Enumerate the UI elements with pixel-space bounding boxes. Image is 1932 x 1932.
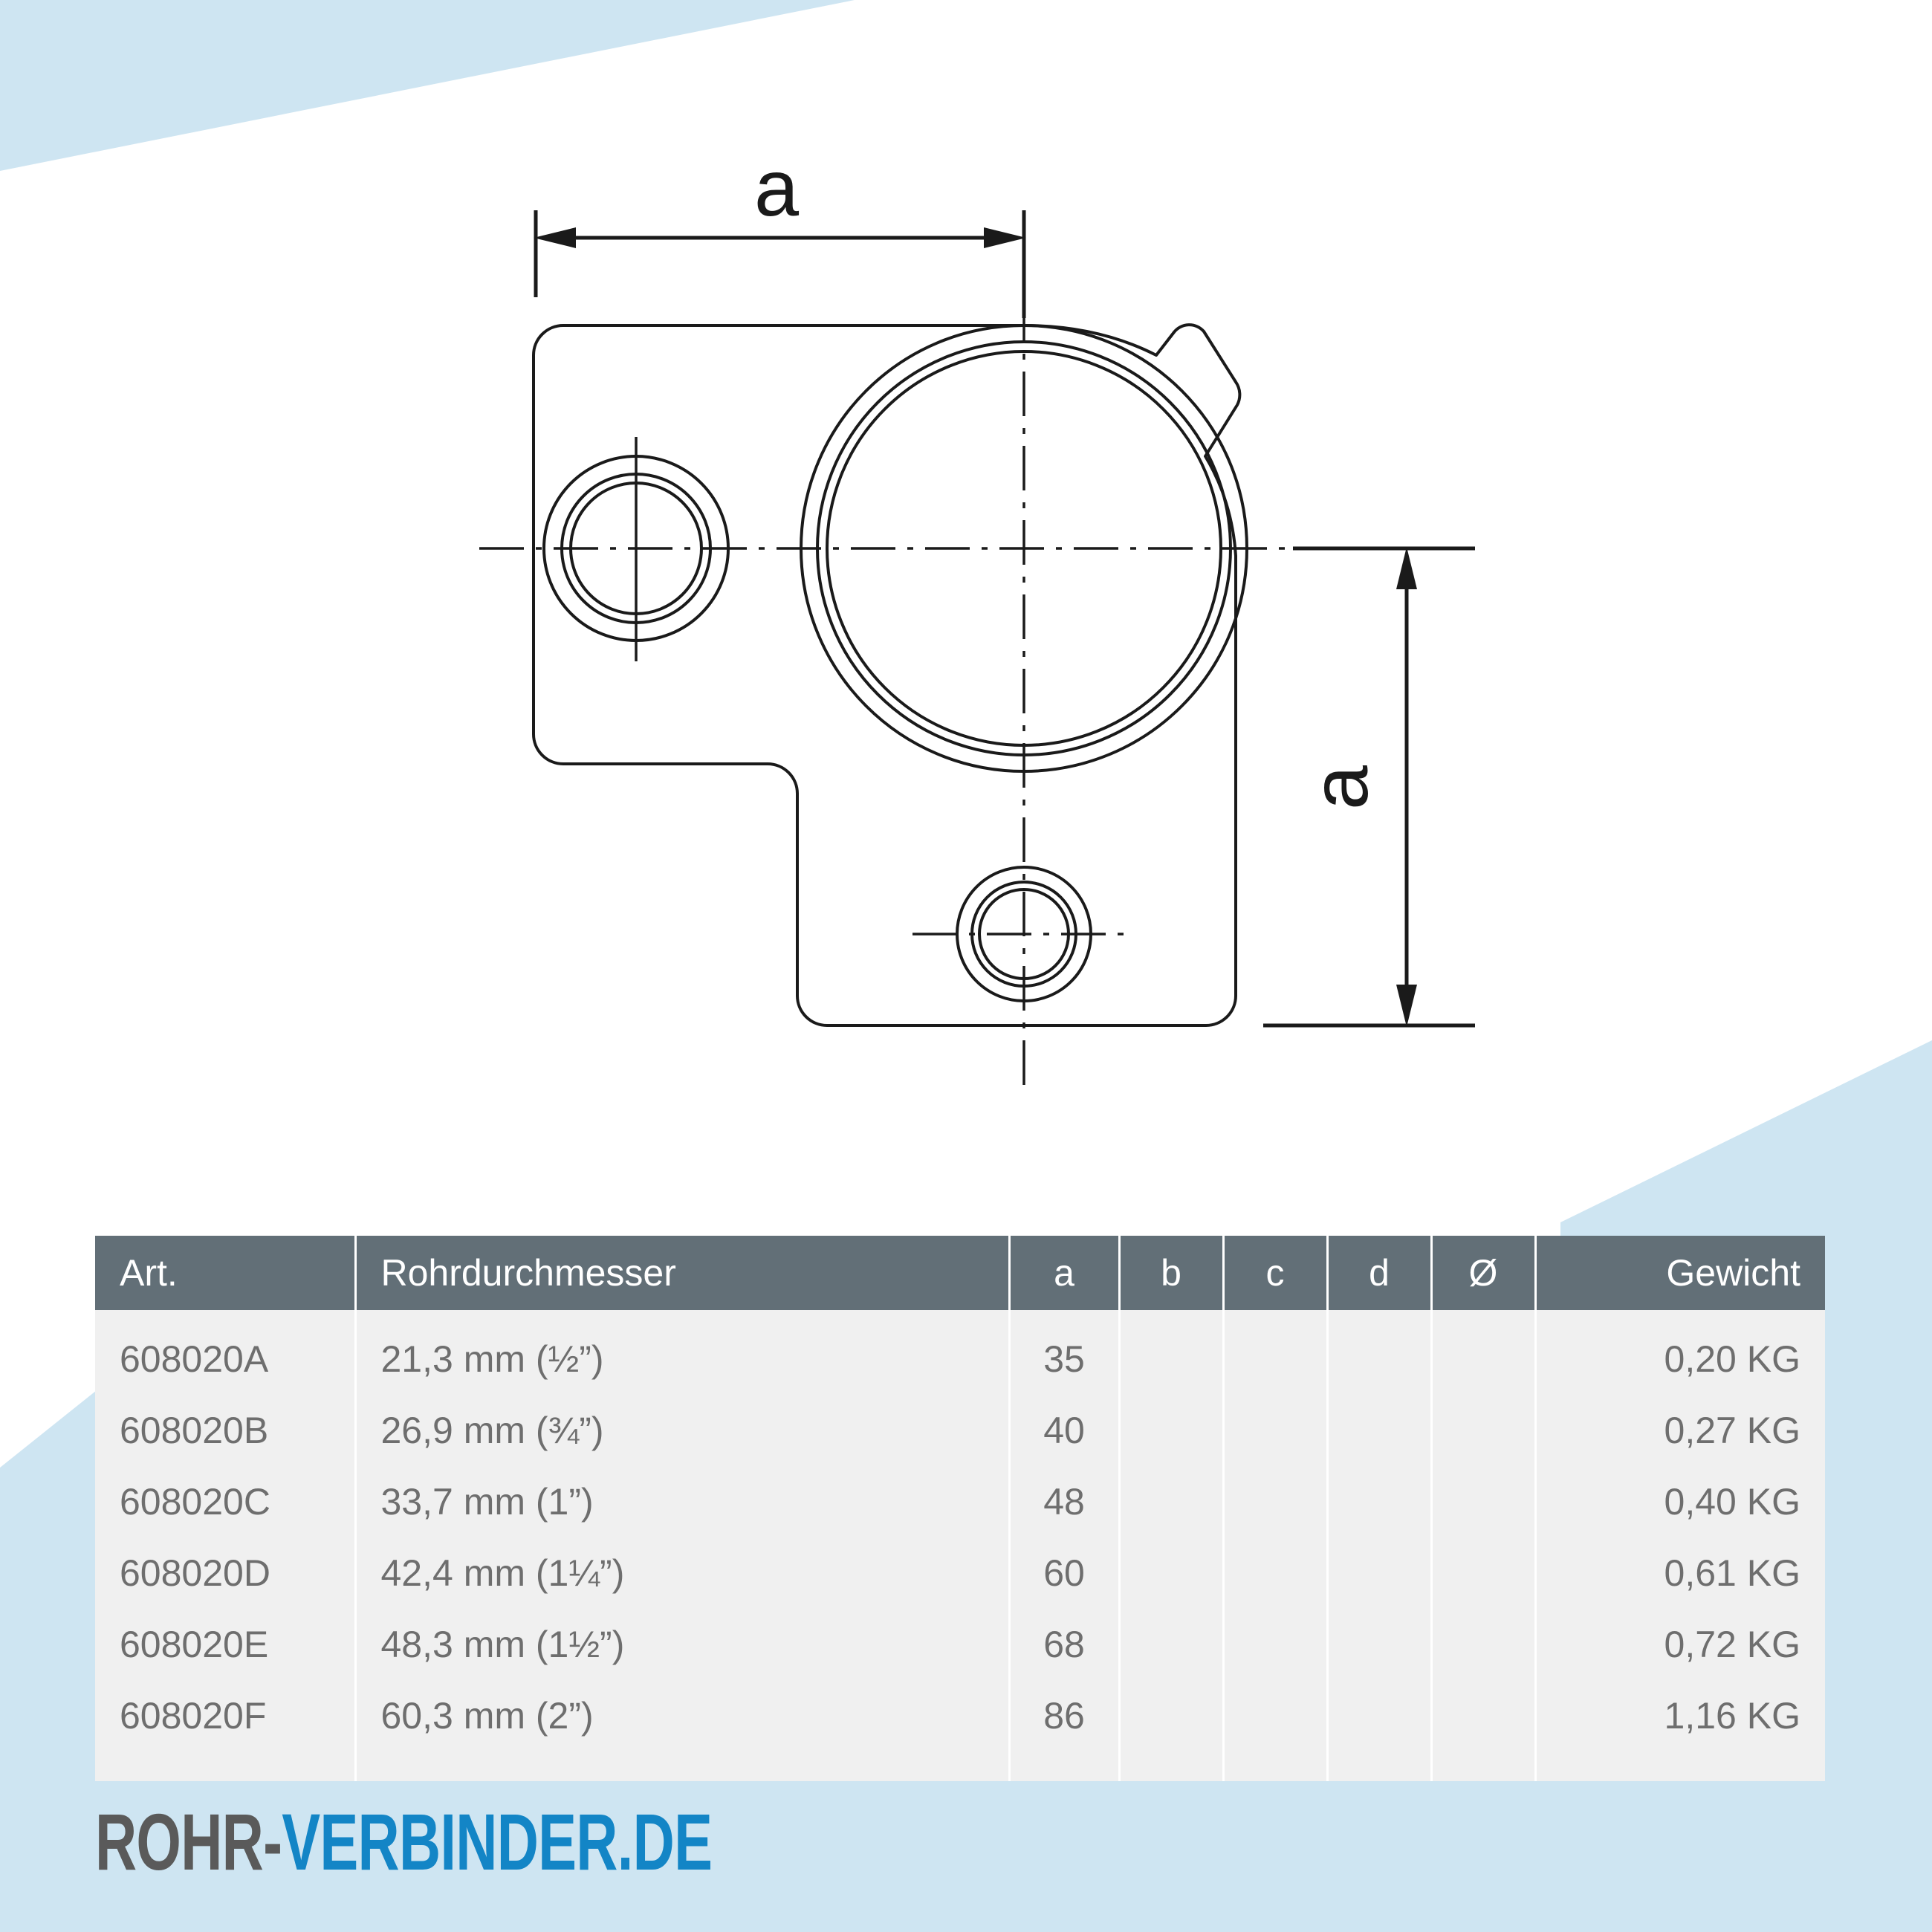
cell-art: 608020D	[95, 1537, 357, 1609]
column-header-a: a	[1009, 1236, 1121, 1310]
cell-c	[1223, 1680, 1329, 1781]
cell-art: 608020C	[95, 1466, 357, 1537]
dim-arrow-right	[984, 227, 1026, 248]
cell-weight: 0,20 KG	[1535, 1310, 1825, 1395]
cell-a: 35	[1009, 1310, 1121, 1395]
body-outline	[532, 323, 1242, 1027]
dimension-label-a-vertical: a	[1294, 765, 1384, 810]
cell-d	[1327, 1395, 1433, 1466]
dim-arrow-top	[1396, 547, 1417, 589]
logo-text-rohr: ROHR-	[95, 1797, 282, 1887]
cell-weight: 1,16 KG	[1535, 1680, 1825, 1781]
cell-b	[1119, 1537, 1225, 1609]
dim-arrow-left	[534, 227, 576, 248]
cell-art: 608020F	[95, 1680, 357, 1781]
logo-text-verbinder: VERBINDER.DE	[282, 1797, 713, 1887]
cell-art: 608020B	[95, 1395, 357, 1466]
column-header-b: b	[1119, 1236, 1225, 1310]
cell-pipe-diameter: 42,4 mm (1¼”)	[355, 1537, 1011, 1609]
dimension-label-a-horizontal: a	[754, 143, 800, 233]
cell-a: 86	[1009, 1680, 1121, 1781]
site-logo[interactable]: ROHR-VERBINDER.DE	[95, 1802, 713, 1882]
cell-b	[1119, 1466, 1225, 1537]
specification-table: Art. Rohrdurchmesser a b c d Ø Gewicht 6…	[95, 1236, 1825, 1781]
cell-a: 60	[1009, 1537, 1121, 1609]
cell-b	[1119, 1310, 1225, 1395]
cell-c	[1223, 1609, 1329, 1680]
cell-weight: 0,61 KG	[1535, 1537, 1825, 1609]
cell-b	[1119, 1395, 1225, 1466]
cell-d	[1327, 1466, 1433, 1537]
cell-weight: 0,27 KG	[1535, 1395, 1825, 1466]
cell-a: 68	[1009, 1609, 1121, 1680]
column-header-art: Art.	[95, 1236, 357, 1310]
cell-weight: 0,72 KG	[1535, 1609, 1825, 1680]
cell-pipe-diameter: 60,3 mm (2”)	[355, 1680, 1011, 1781]
cell-c	[1223, 1310, 1329, 1395]
cell-b	[1119, 1680, 1225, 1781]
cell-d	[1327, 1609, 1433, 1680]
cell-diameter	[1431, 1395, 1537, 1466]
cell-diameter	[1431, 1609, 1537, 1680]
cell-pipe-diameter: 21,3 mm (½”)	[355, 1310, 1011, 1395]
cell-c	[1223, 1466, 1329, 1537]
cell-art: 608020A	[95, 1310, 357, 1395]
column-header-pipe-diameter: Rohrdurchmesser	[355, 1236, 1011, 1310]
cell-a: 40	[1009, 1395, 1121, 1466]
cell-b	[1119, 1609, 1225, 1680]
cell-d	[1327, 1310, 1433, 1395]
cell-a: 48	[1009, 1466, 1121, 1537]
cell-diameter	[1431, 1537, 1537, 1609]
cell-diameter	[1431, 1680, 1537, 1781]
cell-weight: 0,40 KG	[1535, 1466, 1825, 1537]
cell-diameter	[1431, 1310, 1537, 1395]
cell-pipe-diameter: 33,7 mm (1”)	[355, 1466, 1011, 1537]
cell-pipe-diameter: 48,3 mm (1½”)	[355, 1609, 1011, 1680]
cell-pipe-diameter: 26,9 mm (¾”)	[355, 1395, 1011, 1466]
dim-arrow-bottom	[1396, 985, 1417, 1027]
column-header-d: d	[1327, 1236, 1433, 1310]
cell-art: 608020E	[95, 1609, 357, 1680]
column-header-weight: Gewicht	[1535, 1236, 1825, 1310]
cell-d	[1327, 1680, 1433, 1781]
cell-d	[1327, 1537, 1433, 1609]
cell-c	[1223, 1395, 1329, 1466]
column-header-diameter: Ø	[1431, 1236, 1537, 1310]
table-header-row: Art. Rohrdurchmesser a b c d Ø Gewicht	[95, 1236, 1825, 1310]
column-header-c: c	[1223, 1236, 1329, 1310]
technical-drawing: a a	[479, 143, 1475, 1085]
cell-diameter	[1431, 1466, 1537, 1537]
cell-c	[1223, 1537, 1329, 1609]
